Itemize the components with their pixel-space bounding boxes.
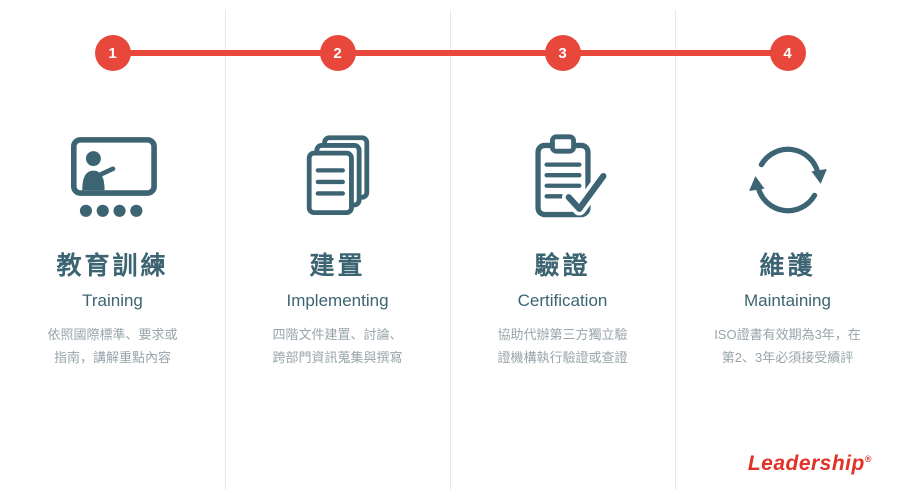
step-maintaining: 4 維護 Maintaining ISO證書有效期為3年，在 第2、3年必須接受… [675,0,900,500]
step-description: ISO證書有效期為3年，在 第2、3年必須接受續評 [714,324,861,370]
step-number-badge: 1 [96,37,129,69]
step-description-line: 依照國際標準、要求或 [47,327,178,342]
step-subtitle: Training [82,291,143,310]
step-subtitle: Implementing [286,291,389,310]
circular-arrows-icon [740,127,836,232]
step-title: 驗證 [534,252,591,280]
clipboard-check-icon [515,127,611,232]
documents-stack-icon [306,134,369,215]
column-divider [675,10,676,490]
training-presentation-icon [57,127,169,232]
registered-trademark-mark: ® [864,454,872,464]
clipboard-check-icon [534,133,610,217]
step-subtitle: Maintaining [744,291,831,310]
circular-arrows-icon [748,146,827,213]
step-certification: 3 驗證 Certification 協助代辦第三方獨立驗 證機構執行驗證或查證 [450,0,675,500]
step-description: 四階文件建置、討論、 跨部門資訊蒐集與撰寫 [272,324,402,370]
leadership-logo-text: Leadership [747,452,865,475]
step-number-badge: 4 [771,37,804,69]
step-description-line: ISO證書有效期為3年，在 [714,327,861,342]
timeline-connector-line [112,50,788,56]
step-subtitle: Certification [517,291,608,310]
step-description-line: 證機構執行驗證或查證 [497,349,628,365]
step-title: 教育訓練 [56,252,169,280]
step-training: 1 教育訓練 Training 依照國際標準、要求或 指南，講解重點內容 [0,0,225,500]
step-title: 維護 [759,252,816,280]
step-title: 建置 [309,252,366,280]
leadership-logo: Leadership® [748,452,872,476]
column-divider [450,10,451,490]
step-number-badge: 3 [546,37,579,69]
step-description: 依照國際標準、要求或 指南，講解重點內容 [47,324,177,370]
documents-stack-icon [290,127,386,232]
step-number-badge: 2 [321,37,354,69]
step-description-line: 第2、3年必須接受續評 [721,349,854,365]
step-implementing: 2 建置 Implementing 四階文件建置、討論、 跨部門資訊蒐集與撰寫 [225,0,450,500]
step-description-line: 四階文件建置、討論、 [272,327,403,342]
step-description: 協助代辦第三方獨立驗 證機構執行驗證或查證 [497,324,627,370]
step-description-line: 指南，講解重點內容 [53,349,171,365]
training-presentation-icon [70,136,157,217]
step-description-line: 協助代辦第三方獨立驗 [497,327,628,342]
column-divider [225,10,226,490]
step-description-line: 跨部門資訊蒐集與撰寫 [272,349,403,365]
